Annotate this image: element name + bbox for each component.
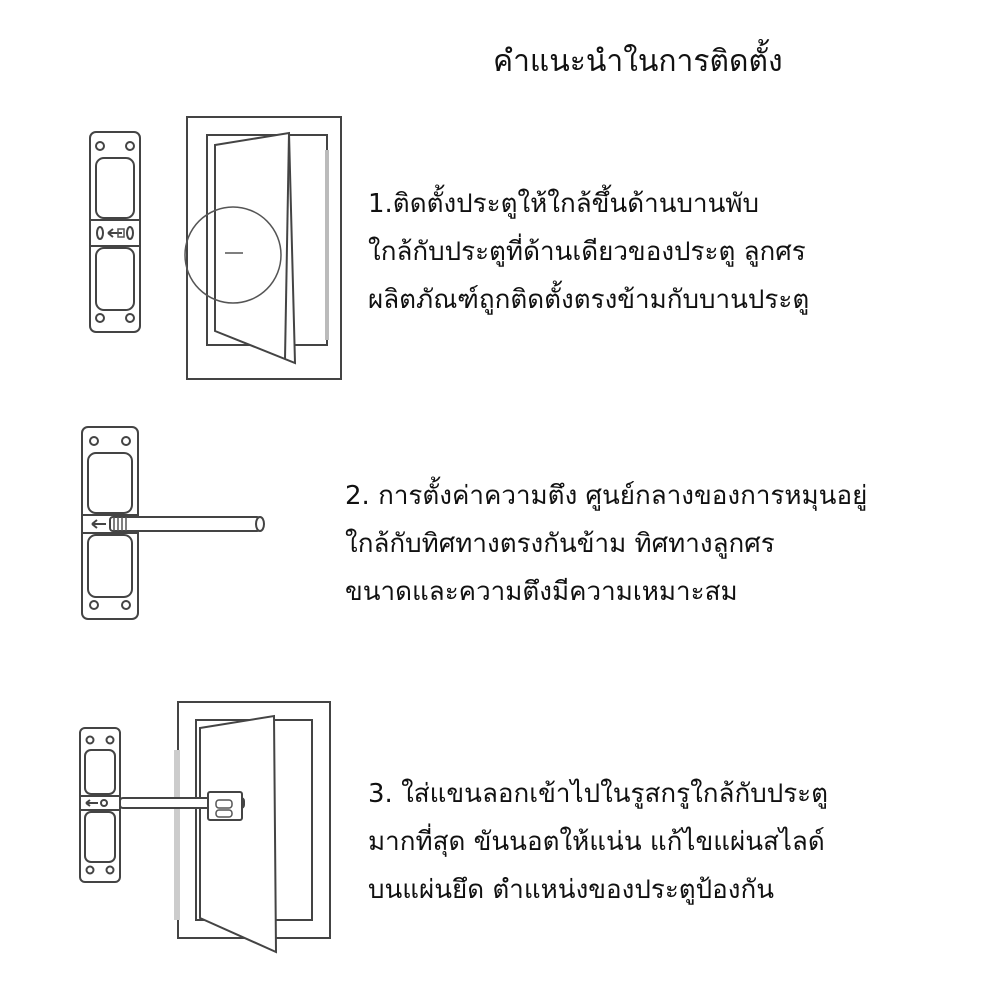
step-3-line-1: 3. ใส่แขนลอกเข้าไปในรูสกรูใกล้กับประตู: [368, 779, 829, 809]
step-1-line-1: 1.ติดตั้งประตูให้ใกล้ขึ้นด้านบานพับ: [368, 189, 760, 219]
step-2-instructions: 2. การตั้งค่าความตึง ศูนย์กลางของการหมุน…: [345, 472, 867, 616]
step-1-line-2: ใกล้กับประตูที่ด้านเดียวของประตู ลูกศร: [368, 237, 806, 267]
page-title: คำแนะนำในการติดตั้ง: [493, 44, 783, 79]
step-3-line-3: บนแผ่นยึด ตำแหน่งของประตูป้องกัน: [368, 875, 775, 905]
step-2-line-2: ใกล้กับทิศทางตรงกันข้าม ทิศทางลูกศร: [345, 529, 775, 559]
step-2-line-1: 2. การตั้งค่าความตึง ศูนย์กลางของการหมุน…: [345, 481, 868, 511]
door-closer-arm-illustration-2: [81, 426, 265, 620]
step-3-instructions: 3. ใส่แขนลอกเข้าไปในรูสกรูใกล้กับประตู ม…: [368, 770, 828, 914]
door-closer-installed-illustration-3: [79, 701, 331, 954]
step-3-line-2: มากที่สุด ขันนอตให้แน่น แก้ไขแผ่นสไลด์: [368, 827, 825, 857]
step-2-line-3: ขนาดและความตึงมีความเหมาะสม: [345, 577, 738, 607]
door-frame-illustration-1: [184, 116, 342, 380]
step-1-line-3: ผลิตภัณฑ์ถูกติดตั้งตรงข้ามกับบานประตู: [368, 285, 810, 315]
step-1-instructions: 1.ติดตั้งประตูให้ใกล้ขึ้นด้านบานพับ ใกล้…: [368, 180, 809, 324]
door-closer-body-illustration-1: [89, 131, 141, 333]
